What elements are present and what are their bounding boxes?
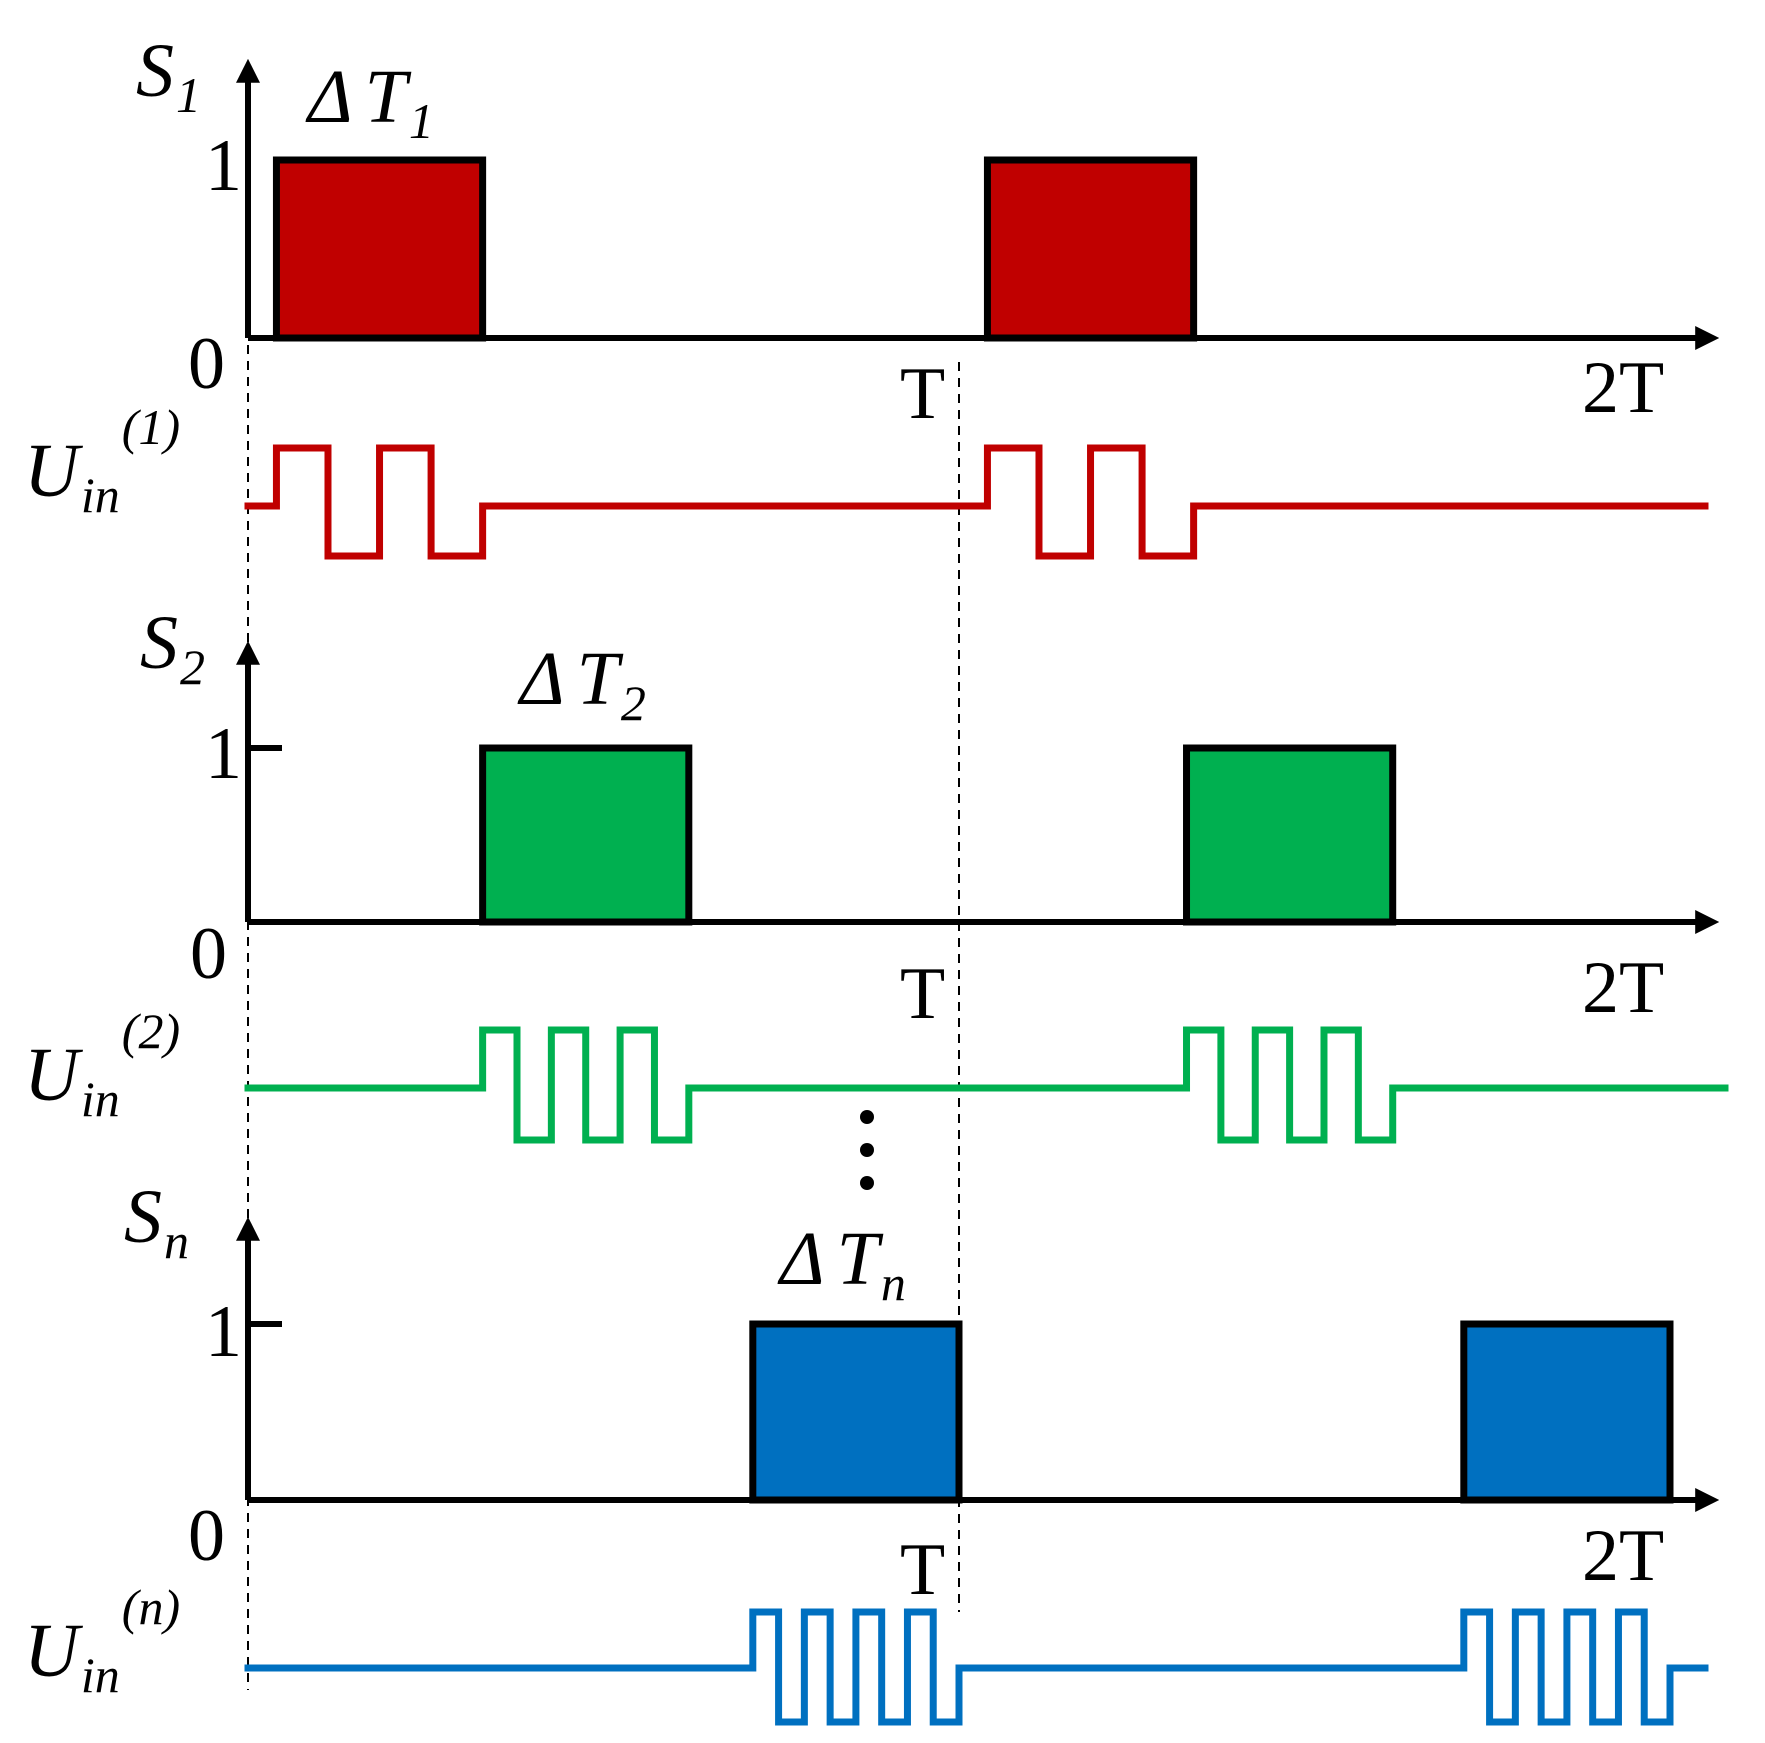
s1-tick-zero: 0 xyxy=(188,323,225,405)
sn-pulse-2 xyxy=(1460,1320,1674,1504)
s2-tick-2T: 2T xyxy=(1582,947,1664,1029)
s1-pulse-1 xyxy=(272,156,487,342)
sn-tick-zero: 0 xyxy=(188,1495,225,1577)
u2-label: Uin(2) xyxy=(24,1003,180,1127)
ellipsis-dot-1 xyxy=(860,1110,874,1124)
s1-axis-label: S1 xyxy=(136,29,201,123)
u1-label: Uin(1) xyxy=(24,399,180,523)
sn-tick-one: 1 xyxy=(205,1291,242,1373)
un-waveform xyxy=(244,1608,1709,1726)
sn-axis-label: Sn xyxy=(124,1175,189,1269)
s1-tick-2T: 2T xyxy=(1582,347,1664,429)
pulses-s2 xyxy=(479,744,1397,926)
pulses-s1 xyxy=(272,156,1198,342)
ellipsis-dot-2 xyxy=(860,1143,874,1157)
ellipsis-dot-3 xyxy=(860,1176,874,1190)
s2-tick-zero: 0 xyxy=(190,913,227,995)
s1-pulse-2 xyxy=(983,156,1198,342)
un-label: Uin(n) xyxy=(24,1579,180,1703)
sn-pulse-1 xyxy=(749,1320,963,1504)
u2-waveform xyxy=(244,1026,1729,1144)
s2-pulse-1 xyxy=(479,744,693,926)
pulses-sn xyxy=(749,1320,1674,1504)
s1-tick-one: 1 xyxy=(205,125,242,207)
s1-tick-T: T xyxy=(900,353,945,435)
s2-tick-one: 1 xyxy=(205,713,242,795)
ellipsis-dots xyxy=(860,1110,874,1190)
u1-waveform xyxy=(244,444,1709,560)
s2-tick-T: T xyxy=(900,953,945,1035)
sn-tick-2T: 2T xyxy=(1582,1515,1664,1597)
s2-pulse-2 xyxy=(1183,744,1397,926)
s2-axis-label: S2 xyxy=(140,601,205,695)
sn-tick-T: T xyxy=(900,1529,945,1611)
